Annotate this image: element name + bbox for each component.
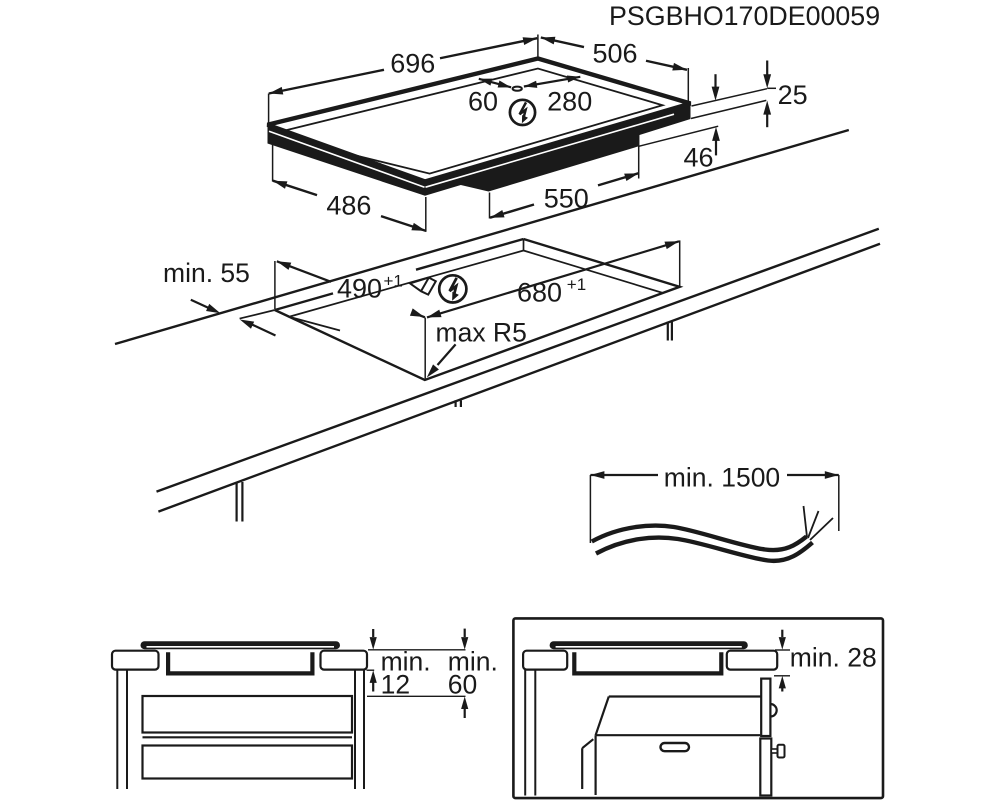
svg-text:+1: +1 xyxy=(567,275,586,294)
svg-text:490: 490 xyxy=(337,274,382,304)
svg-text:min.: min. xyxy=(448,647,498,677)
svg-text:PSGBHO170DE00059: PSGBHO170DE00059 xyxy=(609,1,880,31)
svg-text:min.: min. xyxy=(381,647,431,677)
svg-text:60: 60 xyxy=(468,87,498,117)
svg-text:680: 680 xyxy=(517,278,562,308)
svg-text:min. 28: min. 28 xyxy=(790,643,877,673)
svg-text:696: 696 xyxy=(390,49,435,79)
svg-text:min. 1500: min. 1500 xyxy=(664,463,780,493)
svg-text:max R5: max R5 xyxy=(436,318,527,348)
svg-text:486: 486 xyxy=(326,191,371,221)
svg-text:60: 60 xyxy=(448,670,477,700)
svg-text:506: 506 xyxy=(592,38,637,68)
svg-text:46: 46 xyxy=(684,143,714,173)
svg-text:12: 12 xyxy=(381,670,410,700)
svg-text:+1: +1 xyxy=(384,272,403,291)
svg-text:min. 55: min. 55 xyxy=(163,258,250,288)
svg-text:25: 25 xyxy=(778,80,808,110)
svg-text:280: 280 xyxy=(547,87,592,117)
